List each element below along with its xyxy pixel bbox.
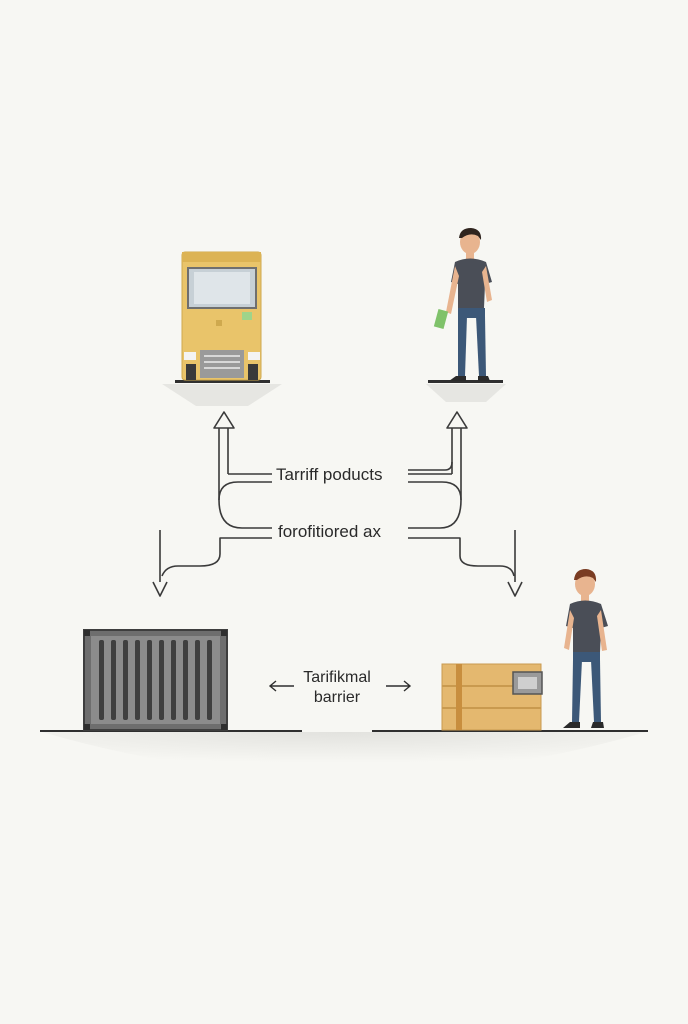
person-holding-cash-icon [426,228,506,402]
tariff-products-label: Tarriff poducts [274,466,384,484]
flow-connectors [153,412,522,596]
shipping-container-icon [84,630,227,730]
arrow-up-left [219,428,228,500]
middle-flow-label: forofitiored ax [276,523,383,541]
arrow-up-right [452,428,461,500]
truck-front-icon [162,252,282,406]
ground [40,731,648,776]
barrier-label-line1: Tarifikmal [296,668,378,688]
person-standing-icon [563,569,608,728]
barrier-label: Tarifikmal barrier [296,668,378,708]
barrier-label-line2: barrier [296,688,378,708]
wooden-crate-icon [442,664,542,730]
arrow-left-icon [270,681,294,691]
arrow-right-icon [386,681,410,691]
